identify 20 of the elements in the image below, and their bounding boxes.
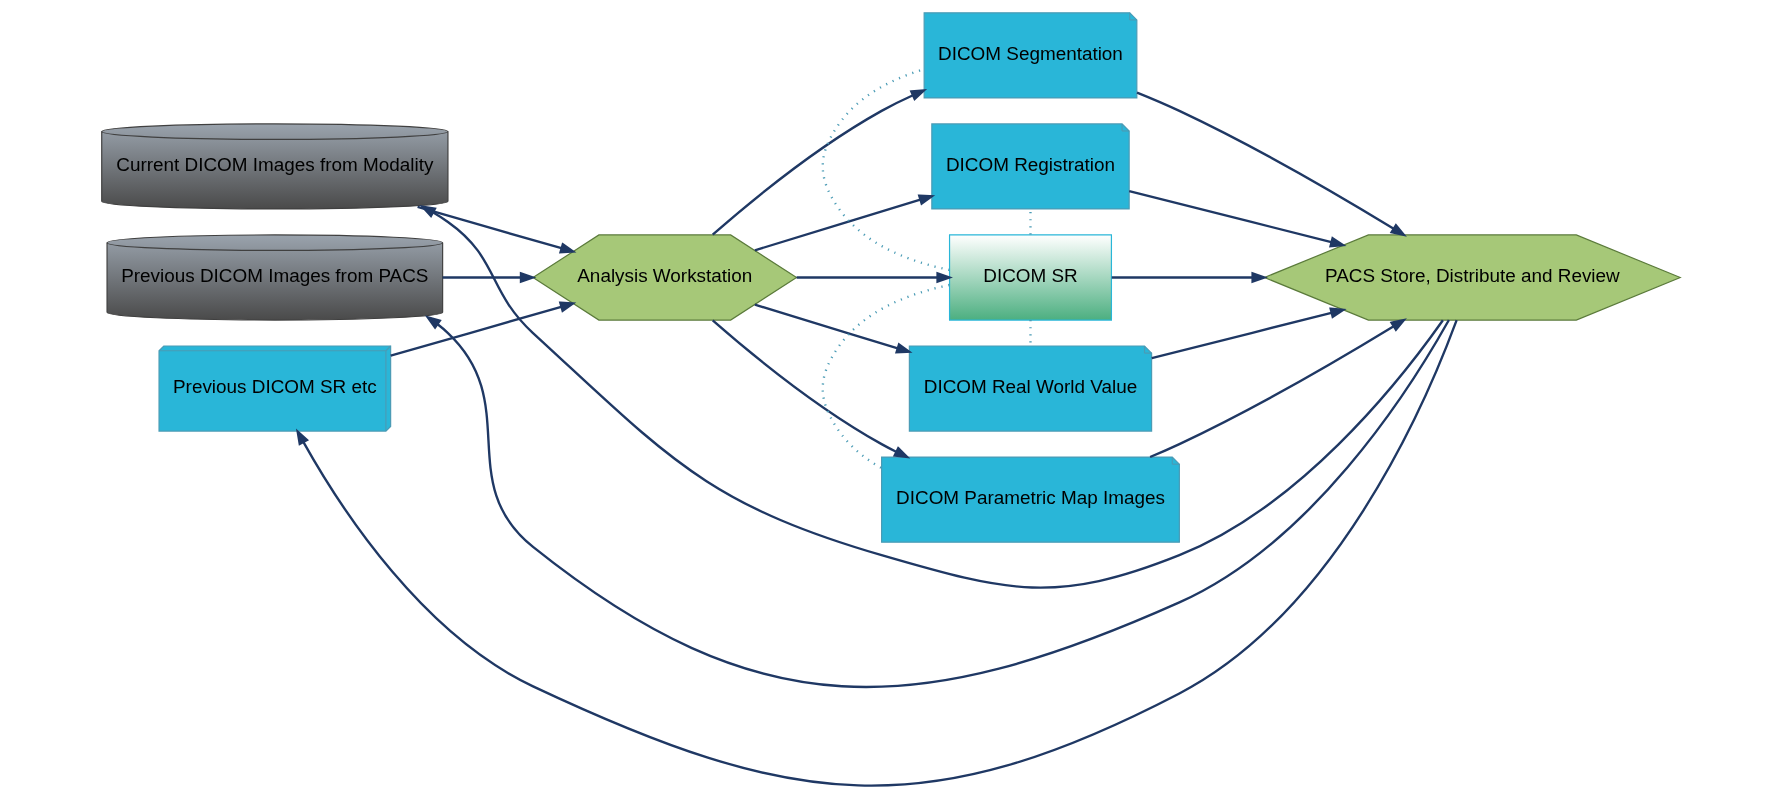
arrow <box>1136 91 1407 237</box>
arrow <box>389 301 576 357</box>
arrow <box>424 315 1450 688</box>
connector <box>1028 320 1032 346</box>
arrow <box>1111 271 1268 284</box>
connector <box>821 68 950 272</box>
arrow <box>1150 307 1347 360</box>
arrow <box>442 271 536 284</box>
arrow <box>796 271 953 284</box>
arrow <box>416 205 576 254</box>
arrow <box>754 303 912 354</box>
arrow <box>1128 189 1346 248</box>
arrow <box>754 194 935 252</box>
node-box: DICOM SR <box>948 234 1112 321</box>
arrow <box>711 89 927 236</box>
arrow <box>295 319 1458 787</box>
arrow <box>711 319 910 459</box>
connector <box>821 283 950 470</box>
arrow <box>418 205 1444 589</box>
arrow <box>1149 318 1407 459</box>
